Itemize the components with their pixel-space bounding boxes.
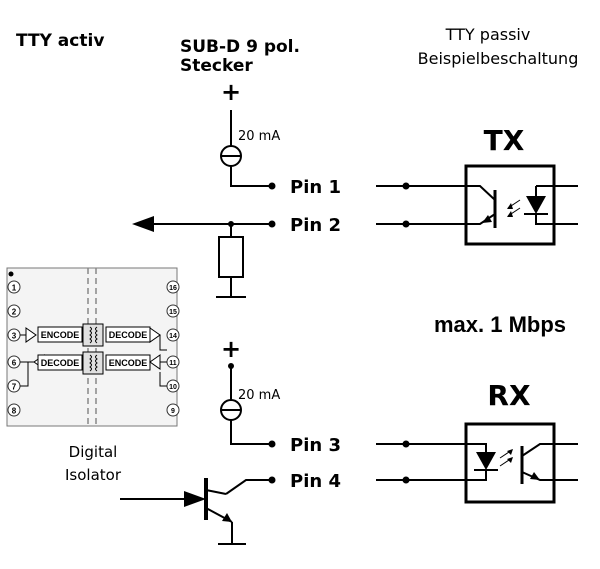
encode-block-a xyxy=(37,326,83,343)
chip-wire-left-b xyxy=(20,362,29,387)
tx-dot-top xyxy=(402,182,410,190)
tty-passive-label-line2: Beispielbeschaltung xyxy=(418,49,579,68)
tx-emitter-arrow-icon xyxy=(482,215,492,223)
chip-left-pin-3: 3 xyxy=(12,332,17,341)
tx-emitter xyxy=(466,213,496,225)
tty-passive-label-line1: TTY passiv xyxy=(445,25,531,44)
chip-left-pin-circle xyxy=(7,280,21,294)
decode-block-b xyxy=(37,354,83,371)
chip-right-pin-9: 9 xyxy=(171,408,175,415)
chip-left-pin-6: 6 xyxy=(12,359,17,368)
current-label-bottom: 20 mA xyxy=(238,388,280,403)
chip-left-pin-8: 8 xyxy=(12,407,17,416)
tx-led-cathode-wire xyxy=(535,214,578,225)
chip-right-pin-15: 15 xyxy=(169,309,177,316)
rx-led-anode-wire xyxy=(466,443,487,452)
rx-light-arrow-2 xyxy=(507,457,513,463)
wire-to-pin1 xyxy=(230,166,272,187)
current-label-top: 20 mA xyxy=(238,129,280,144)
tty-active-label: TTY activ xyxy=(16,31,104,51)
chip-left-pin-circle xyxy=(7,403,21,417)
chip-left-pin-7: 7 xyxy=(12,383,17,392)
chip-right-pin-16: 16 xyxy=(169,285,177,292)
supply-dot-bottom xyxy=(228,363,234,369)
encode-label-b: ENCODE xyxy=(109,358,148,368)
tx-label: TX xyxy=(484,124,525,157)
decode-label-a: DECODE xyxy=(109,330,148,340)
pin1-label: Pin 1 xyxy=(290,177,341,198)
chip-right-pin-circle xyxy=(166,280,180,294)
coil-a-left xyxy=(89,326,92,344)
pin4-terminal xyxy=(268,476,276,484)
transistor-collector xyxy=(205,489,227,495)
chip-buffer-in-a-icon xyxy=(25,327,37,343)
wire-to-pin4 xyxy=(225,479,272,495)
digital-isolator-chip: 1 2 3 6 7 8 16 15 14 11 10 9 ENCODE xyxy=(6,267,180,427)
rx-led-icon xyxy=(476,452,496,470)
max-rate-label: max. 1 Mbps xyxy=(434,312,566,337)
chip-right-pin-circle xyxy=(166,328,180,342)
chip-pin1-marker xyxy=(8,271,14,277)
pin2-label: Pin 2 xyxy=(290,215,341,236)
chip-buffer-out-a-icon xyxy=(149,327,161,343)
chip-right-pin-circle xyxy=(166,304,180,318)
rx-led-cathode-wire xyxy=(466,470,487,481)
chip-left-pin-circle xyxy=(7,304,21,318)
tx-optocoupler-box xyxy=(464,164,556,246)
coil-a-right xyxy=(95,326,98,344)
chip-right-pin-10: 10 xyxy=(169,384,177,391)
isolator-label-line1: Digital xyxy=(69,443,118,461)
pin1-terminal xyxy=(268,182,276,190)
encode-label-a: ENCODE xyxy=(41,330,80,340)
chip-right-pin-11: 11 xyxy=(169,360,177,367)
wire-to-pin3 xyxy=(230,420,272,445)
chip-body xyxy=(6,267,178,427)
resistor-icon xyxy=(218,236,244,278)
rx-dot-top xyxy=(402,440,410,448)
arrow-right-icon xyxy=(184,491,206,507)
rx-dot-bottom xyxy=(402,476,410,484)
rx-emitter-arrow-icon xyxy=(530,472,540,480)
chip-left-pin-2: 2 xyxy=(12,308,17,317)
isolator-label-line2: Isolator xyxy=(65,466,122,484)
rx-label: RX xyxy=(487,379,531,412)
pin2-terminal xyxy=(268,220,276,228)
chip-left-pin-1: 1 xyxy=(12,284,17,293)
transformer-b-icon xyxy=(82,351,104,375)
chip-buffer-in-b-icon xyxy=(149,354,161,370)
pin3-terminal xyxy=(268,440,276,448)
transistor-emitter-arrow-icon xyxy=(222,513,232,522)
plus-sign-bottom: + xyxy=(221,335,241,363)
tx-collector xyxy=(466,185,496,201)
connector-label-line1: SUB-D 9 pol. xyxy=(180,37,300,57)
rx-light-arrow-1 xyxy=(507,449,513,455)
rx-optocoupler-box xyxy=(464,422,556,504)
pin3-label: Pin 3 xyxy=(290,435,341,456)
connector-label-line2: Stecker xyxy=(180,56,253,76)
coil-b-right xyxy=(95,354,98,372)
chip-wire-right-b xyxy=(159,372,167,387)
pin4-label: Pin 4 xyxy=(290,471,341,492)
rx-collector xyxy=(521,443,578,457)
tx-light-arrow-1 xyxy=(507,203,513,209)
transformer-a-icon xyxy=(82,323,104,347)
arrow-left-icon xyxy=(132,216,154,232)
plus-sign-top: + xyxy=(221,78,241,106)
tx-led-icon xyxy=(526,196,546,214)
tx-light-arrow-2 xyxy=(507,211,513,217)
decode-label-b: DECODE xyxy=(41,358,80,368)
chip-right-pin-14: 14 xyxy=(169,333,177,340)
tx-dot-bottom xyxy=(402,220,410,228)
coil-b-left xyxy=(89,354,92,372)
chip-right-pin-circle xyxy=(166,403,180,417)
